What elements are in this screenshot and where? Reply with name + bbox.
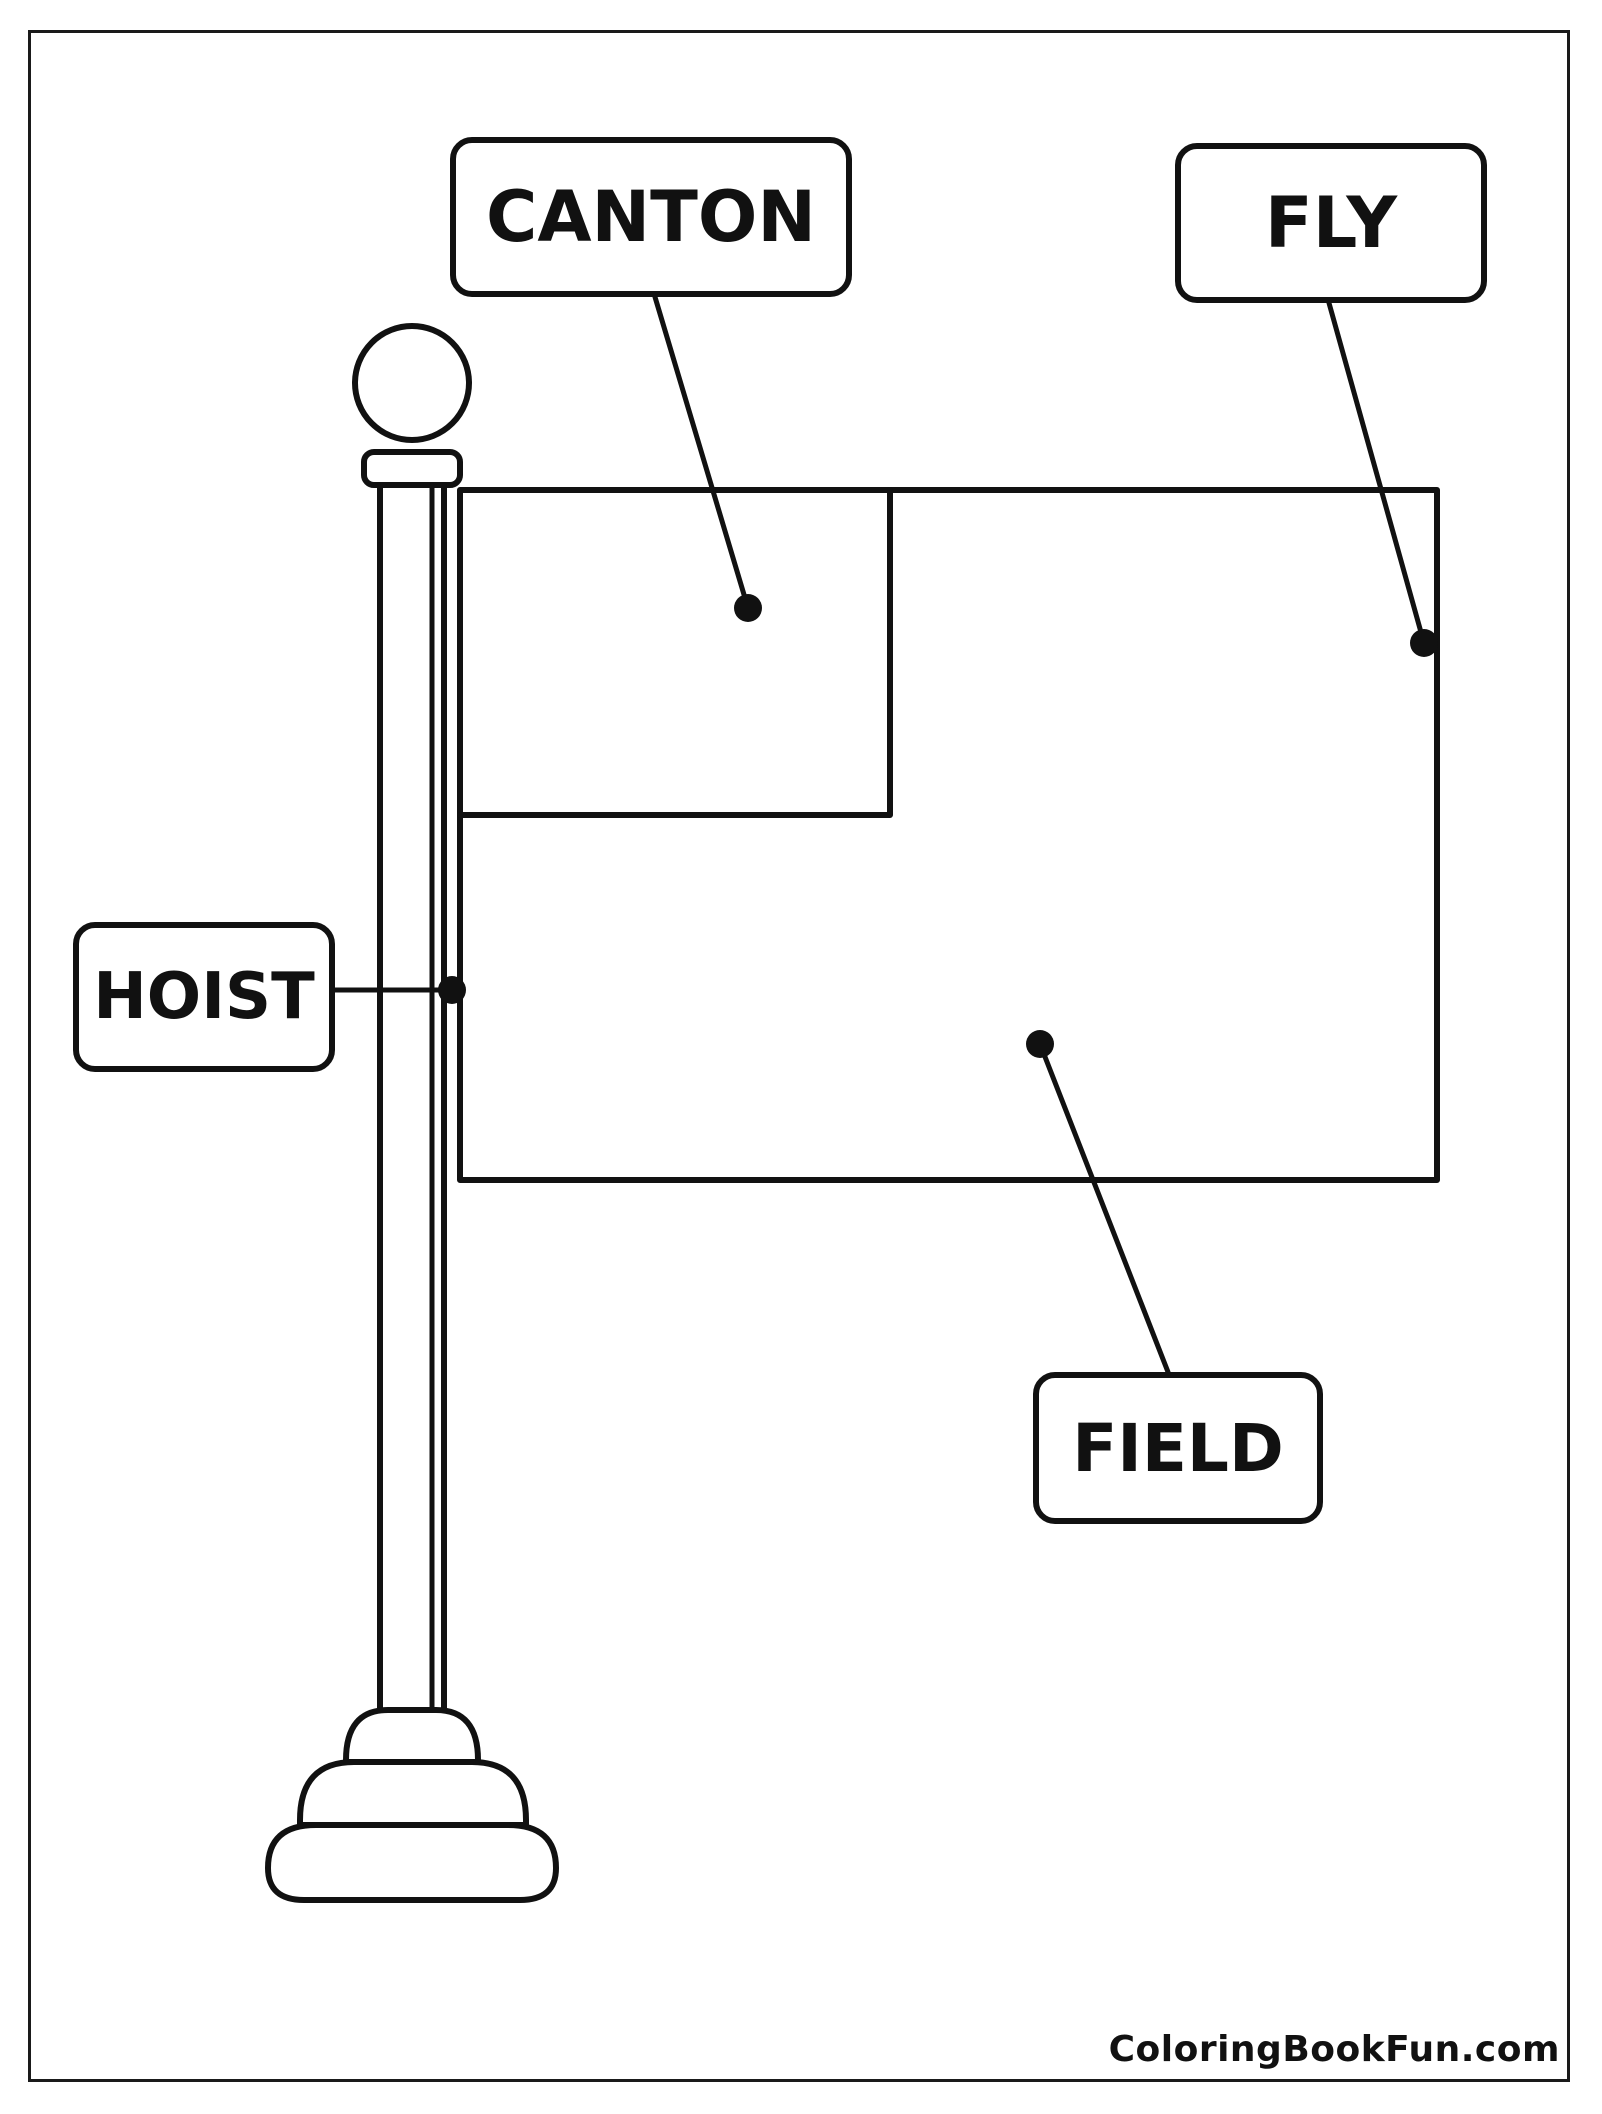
field-leader [1037, 1041, 1171, 1375]
fly-label-text: FLY [1264, 182, 1398, 264]
leader-lines [332, 294, 1427, 1375]
pole-collar [361, 449, 463, 488]
flag [457, 487, 1440, 1183]
canton-leader [652, 294, 751, 611]
field-label: FIELD [1033, 1372, 1323, 1524]
pole-base-top [343, 1707, 481, 1765]
fly-dot [1410, 629, 1438, 657]
flag-field [457, 487, 1440, 1183]
field-dot [1026, 1030, 1054, 1058]
watermark: ColoringBookFun.com [1108, 2029, 1560, 2070]
canton-label-text: CANTON [486, 176, 816, 258]
canton-label: CANTON [450, 137, 852, 297]
page-frame [28, 30, 1570, 2082]
flag-canton [457, 487, 893, 818]
leader-dots [438, 594, 1438, 1058]
pole-finial [352, 323, 472, 443]
canton-dot [734, 594, 762, 622]
hoist-dot [438, 976, 466, 1004]
flagpole [265, 323, 559, 1903]
fly-label: FLY [1175, 143, 1487, 303]
pole-base-bottom [265, 1822, 559, 1903]
hoist-label: HOIST [73, 922, 335, 1072]
fly-leader [1326, 300, 1427, 646]
hoist-label-text: HOIST [93, 960, 315, 1034]
field-label-text: FIELD [1072, 1409, 1284, 1487]
pole-base-middle [297, 1759, 529, 1828]
